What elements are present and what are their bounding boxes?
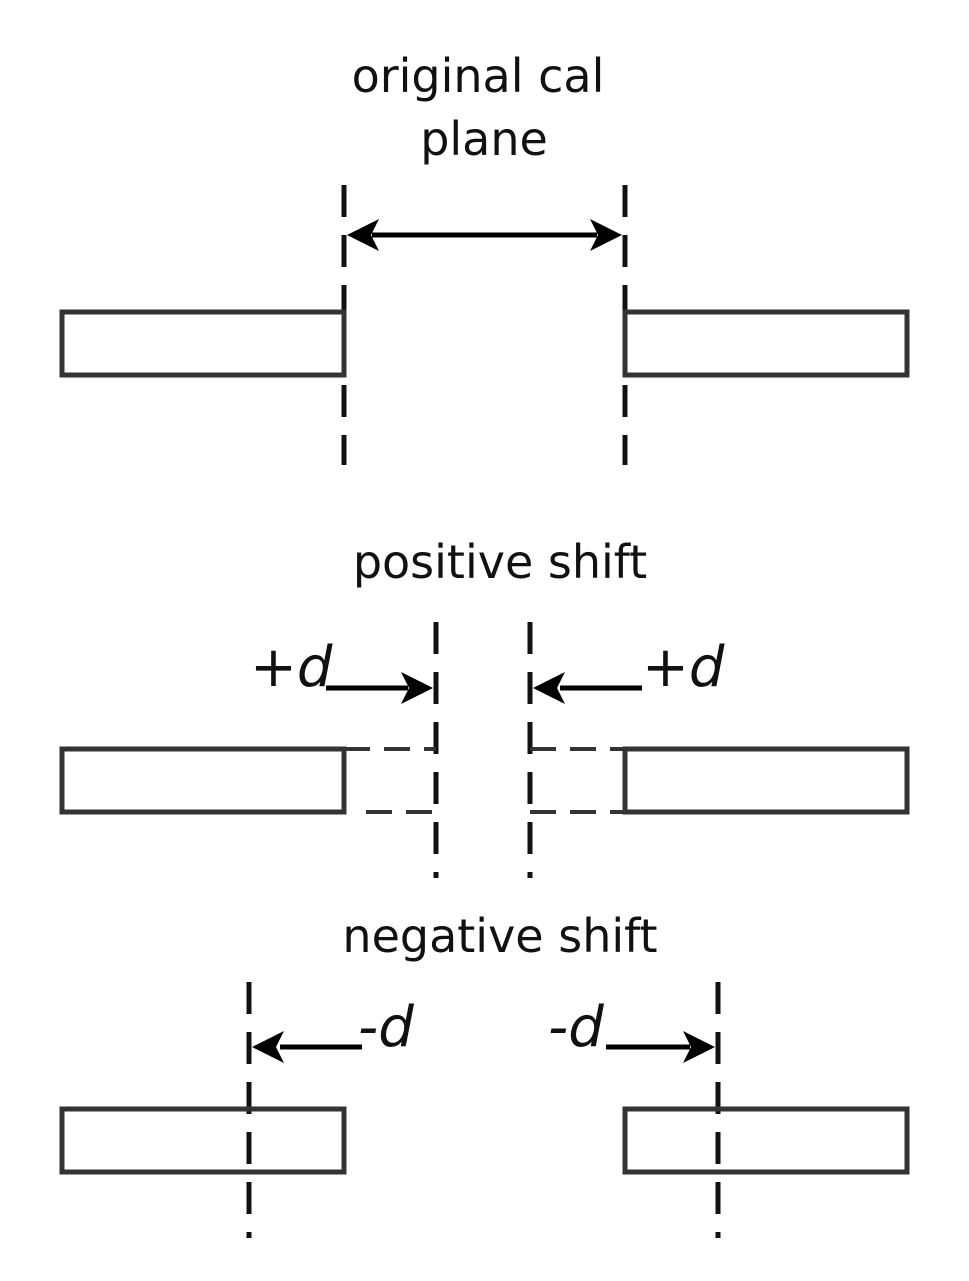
original-span-arrowhead-right (590, 219, 622, 251)
negative-left-arrowhead (252, 1031, 284, 1063)
original-span-arrowhead-left (347, 219, 379, 251)
negative-title: negative shift (342, 909, 657, 963)
original-cal-plane-panel: original cal plane (59, 49, 910, 465)
negative-right-line-stub (622, 1106, 910, 1175)
positive-left-line-stub (59, 746, 347, 815)
original-title-line1: original cal (352, 49, 605, 103)
negative-left-line-stub (59, 1106, 347, 1175)
positive-shift-panel: positive shift +d +d (59, 535, 910, 878)
original-title-line2: plane (420, 112, 548, 166)
negative-shift-panel: negative shift -d -d (59, 909, 910, 1238)
positive-right-line-stub (622, 746, 910, 815)
positive-left-shift-label: +d (250, 635, 333, 700)
positive-right-shift-label: +d (642, 635, 725, 700)
negative-left-shift-label: -d (358, 995, 414, 1060)
positive-left-arrowhead (401, 672, 433, 704)
negative-right-shift-label: -d (548, 995, 604, 1060)
negative-right-arrowhead (683, 1031, 715, 1063)
original-right-line-stub (622, 309, 910, 378)
positive-right-arrowhead (533, 672, 565, 704)
original-left-line-stub (59, 309, 347, 378)
positive-title: positive shift (353, 535, 647, 589)
